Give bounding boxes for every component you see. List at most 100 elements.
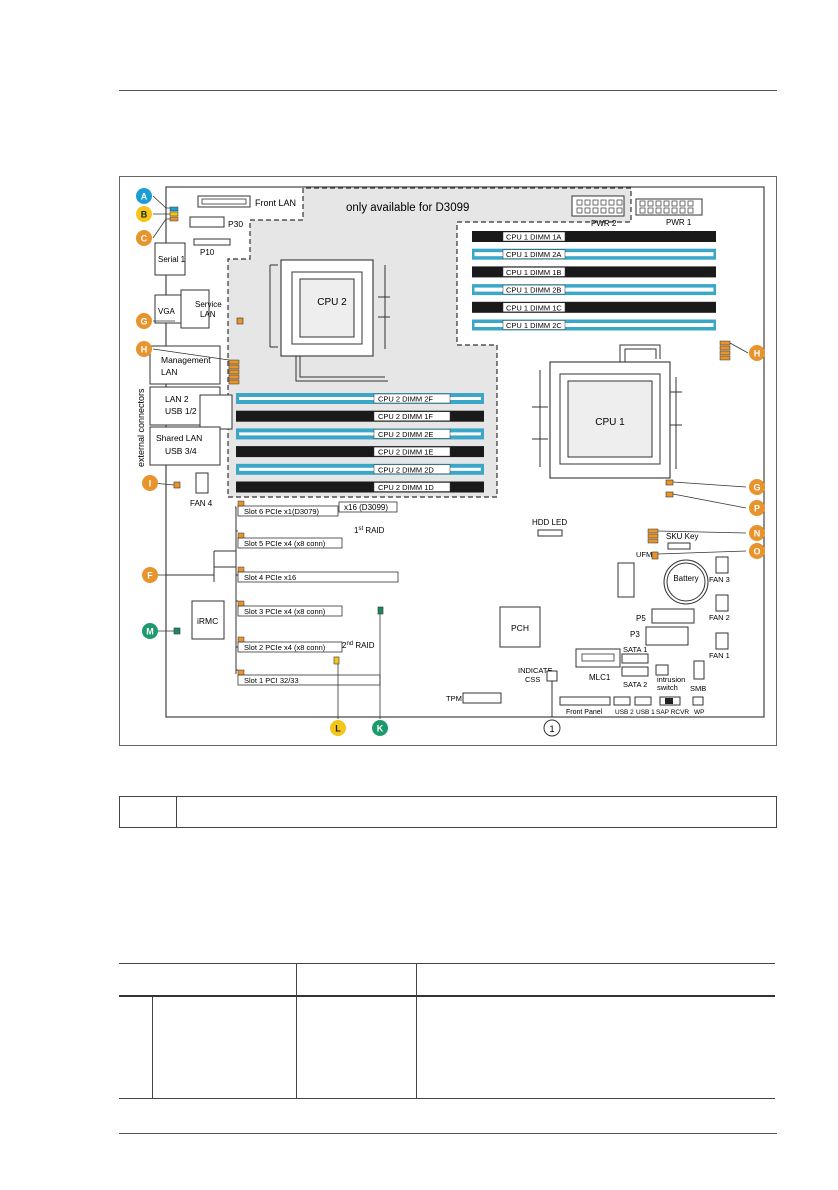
cpu1-dimm-groove — [474, 269, 714, 274]
marker-l-label: L — [335, 723, 341, 733]
marker-i-circle — [142, 475, 158, 491]
indicate-css-button — [546, 670, 558, 682]
cpu1-dimm-label: CPU 1 DIMM 2C — [506, 321, 562, 330]
marker-g-label: G — [753, 482, 760, 492]
fan2-connector — [715, 594, 729, 612]
mlc1-slot — [581, 653, 615, 662]
bottom-rule — [119, 1133, 777, 1134]
p3-connector — [645, 626, 689, 646]
slot-bus-riser — [214, 506, 237, 674]
fan1-label: FAN 1 — [709, 651, 730, 660]
sap-rcvr-label: SAP RCVR — [656, 709, 689, 716]
sata1-connector — [621, 653, 649, 664]
note-table — [119, 796, 777, 828]
marker-g-label: G — [140, 316, 147, 326]
cpu1-dimm-label: CPU 1 DIMM 2B — [506, 286, 561, 295]
cpu2-dimm-label: CPU 2 DIMM 1F — [378, 412, 433, 421]
pwr1-label: PWR 1 — [666, 218, 692, 227]
p30-label: P30 — [228, 219, 243, 229]
pch-label: PCH — [511, 623, 529, 633]
p-header — [665, 491, 674, 498]
slot-label: Slot 1 PCI 32/33 — [244, 676, 299, 685]
front-lan-slot — [201, 198, 247, 205]
callout-1-circle — [543, 719, 561, 737]
ufm-module — [617, 562, 635, 598]
battery-ring — [666, 562, 706, 602]
marker-g-circle — [136, 313, 152, 329]
marker-a-label: A — [141, 191, 148, 201]
vga-bracket — [180, 289, 210, 329]
ufm-label: UFM — [636, 550, 652, 559]
marker-m-circle — [142, 623, 158, 639]
pwr2-label: PWR 2 — [591, 219, 617, 228]
settings-table-header-rule — [119, 995, 775, 997]
tpm-connector — [462, 692, 502, 704]
o-header — [651, 551, 659, 560]
col-divider-2 — [416, 964, 417, 1098]
p10-connector — [193, 238, 231, 246]
l-header — [333, 656, 340, 665]
pcie-slot — [237, 605, 343, 617]
battery-label: Battery — [673, 574, 698, 583]
cpu1-dimm-tag — [502, 267, 566, 277]
cpu2-dimm-groove — [239, 432, 481, 436]
slot-label: Slot 5 PCIe x4 (x8 conn) — [244, 539, 326, 548]
marker-p-circle — [749, 500, 765, 516]
cpu1-dimm-tag — [502, 231, 566, 242]
p10-label: P10 — [200, 248, 215, 257]
service-lan-header — [236, 317, 244, 325]
pcie-slot — [237, 571, 399, 583]
cpu1-label: CPU 1 — [595, 417, 625, 428]
cpu1-dimm-groove — [474, 234, 714, 239]
irmc-header — [173, 627, 181, 635]
cpu2-dimm-label: CPU 2 DIMM 2D — [378, 465, 434, 474]
management-lan-label-2: LAN — [161, 367, 178, 377]
cpu1-dimm-tag — [502, 284, 566, 295]
sata1-label: SATA 1 — [623, 645, 647, 654]
pwr2-pins — [576, 199, 623, 214]
marker-h-label: H — [754, 348, 761, 358]
fan4-header — [173, 481, 181, 489]
pch-chip — [499, 606, 541, 648]
cpu1-socket — [532, 344, 682, 479]
cpu2-dimm-groove — [239, 397, 481, 400]
management-lan-connector — [149, 345, 221, 385]
cpu1-dimm-label: CPU 1 DIMM 1C — [506, 303, 562, 312]
k-header — [377, 606, 384, 615]
marker-a-circle — [136, 188, 152, 204]
cpu2-dimm-label: CPU 2 DIMM 2F — [378, 395, 433, 404]
marker-c-label: C — [141, 233, 148, 243]
pwr1-pins — [639, 200, 694, 214]
lan2-label-2: USB 1/2 — [165, 406, 197, 416]
cpu2-dimm-group: CPU 2 DIMM 2F CPU 2 DIMM 1F CPU 2 DIMM 2E C… — [236, 393, 484, 493]
lan2-usb12-box — [199, 394, 233, 430]
p30-connector — [189, 216, 225, 228]
pcie-slot — [237, 505, 339, 517]
management-lan-label-1: Management — [161, 355, 211, 365]
service-lan-label-1: Service — [195, 300, 222, 309]
marker-m-label: M — [146, 626, 154, 636]
callout-1-label: 1 — [549, 724, 554, 735]
n-pin-header — [647, 528, 659, 544]
external-connectors-label: external connectors — [136, 388, 146, 467]
p5-label: P5 — [636, 614, 646, 623]
wp-connector — [692, 696, 704, 706]
raid1-sup: st — [358, 526, 363, 532]
row-label-divider — [152, 997, 153, 1098]
front-panel-label: Front Panel — [566, 709, 603, 716]
cpu2-socket — [269, 259, 390, 382]
marker-leaders — [152, 195, 749, 719]
shared-lan-label-2: USB 3/4 — [165, 446, 197, 456]
marker-b-label: B — [141, 209, 148, 219]
h-pin-header-right — [719, 340, 731, 361]
cpu1-dimm-tag — [502, 320, 566, 330]
h-pin-header-left — [228, 359, 240, 385]
cpu1-dimm-groove — [474, 305, 714, 310]
cpu2-dimm-label: CPU 2 DIMM 2E — [378, 430, 433, 439]
marker-l-circle — [330, 720, 346, 736]
marker-h-label: H — [141, 344, 148, 354]
intrusion-label-1: intrusion — [657, 675, 685, 684]
front-panel-connector — [559, 696, 611, 706]
